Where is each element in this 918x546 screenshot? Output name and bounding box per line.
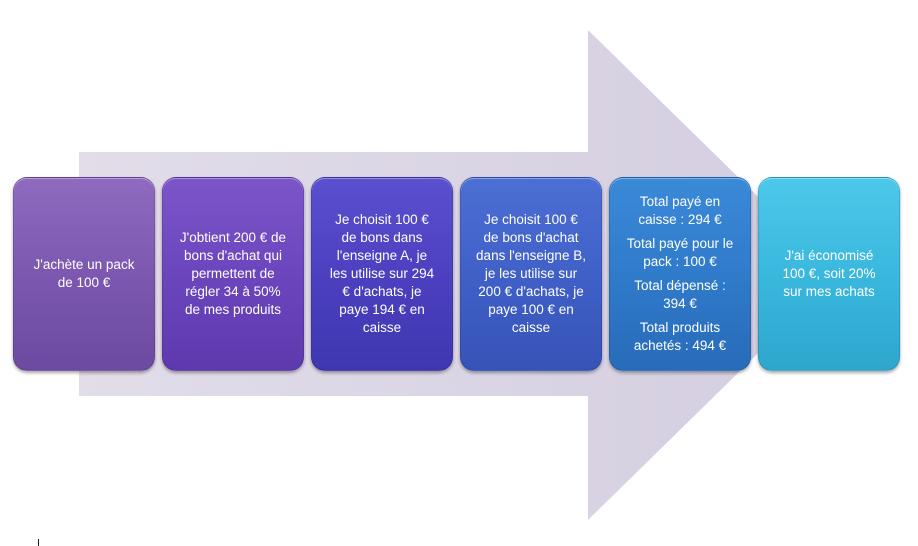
step-5-line: pack : 100 € (643, 254, 717, 269)
step-4-line: 200 € d'achats, je (478, 284, 584, 299)
step-5-line: achetés : 494 € (633, 338, 727, 353)
step-1-line: de 100 € (57, 275, 111, 290)
step-1-line: J'achète un pack (33, 257, 135, 272)
step-3-line: caisse (362, 320, 402, 335)
step-3-line: Je choisit 100 € (335, 212, 429, 227)
step-2-line: permettent de (191, 266, 275, 281)
step-3-line: l'enseigne A, je (336, 248, 428, 263)
step-1-box: J'achète un pack de 100 € (13, 177, 155, 371)
text-cursor (38, 539, 39, 546)
arrow-shape (79, 30, 838, 520)
step-2-line: de mes produits (184, 302, 282, 317)
step-5-line: Total payé en (639, 194, 721, 209)
step-6-box: J'ai économisé 100 €, soit 20% sur mes a… (758, 177, 900, 371)
step-4-box: Je choisit 100 € de bons d'achat dans l'… (460, 177, 602, 371)
step-6-line: J'ai économisé (784, 248, 874, 263)
step-5-line: Total produits (639, 320, 721, 335)
step-3-line: les utilise sur 294 (329, 266, 435, 281)
step-3-line: paye 194 € en (339, 302, 425, 317)
step-2-box: J'obtient 200 € de bons d'achat qui perm… (162, 177, 304, 371)
step-3-line: de bons dans (341, 230, 423, 245)
step-3-box: Je choisit 100 € de bons dans l'enseigne… (311, 177, 453, 371)
step-4-line: de bons d'achat (483, 230, 579, 245)
step-2-line: bons d'achat qui (184, 248, 282, 263)
step-4-line: Je choisit 100 € (484, 212, 578, 227)
step-5-line: Total dépensé : (634, 278, 726, 293)
total-spent: Total dépensé : 394 € (634, 277, 726, 313)
step-6-line: 100 €, soit 20% (782, 266, 876, 281)
step-5-line: 394 € (663, 296, 697, 311)
step-4-line: dans l'enseigne B, (476, 248, 586, 263)
step-4-line: je les utilise sur (484, 266, 578, 281)
step-2-line: J'obtient 200 € de (179, 230, 287, 245)
step-2-line: régler 34 à 50% (185, 284, 281, 299)
step-4-line: paye 100 € en (488, 302, 574, 317)
step-5-line: Total payé pour le (626, 236, 734, 251)
step-5-line: caisse : 294 € (638, 212, 722, 227)
step-6-line: sur mes achats (783, 284, 875, 299)
total-paid-pack: Total payé pour le pack : 100 € (627, 235, 734, 271)
total-products: Total produits achetés : 494 € (634, 319, 726, 355)
total-paid-register: Total payé en caisse : 294 € (638, 193, 721, 229)
step-5-box: Total payé en caisse : 294 € Total payé … (609, 177, 751, 371)
step-3-line: € d'achats, je (342, 284, 422, 299)
step-4-line: caisse (511, 320, 551, 335)
